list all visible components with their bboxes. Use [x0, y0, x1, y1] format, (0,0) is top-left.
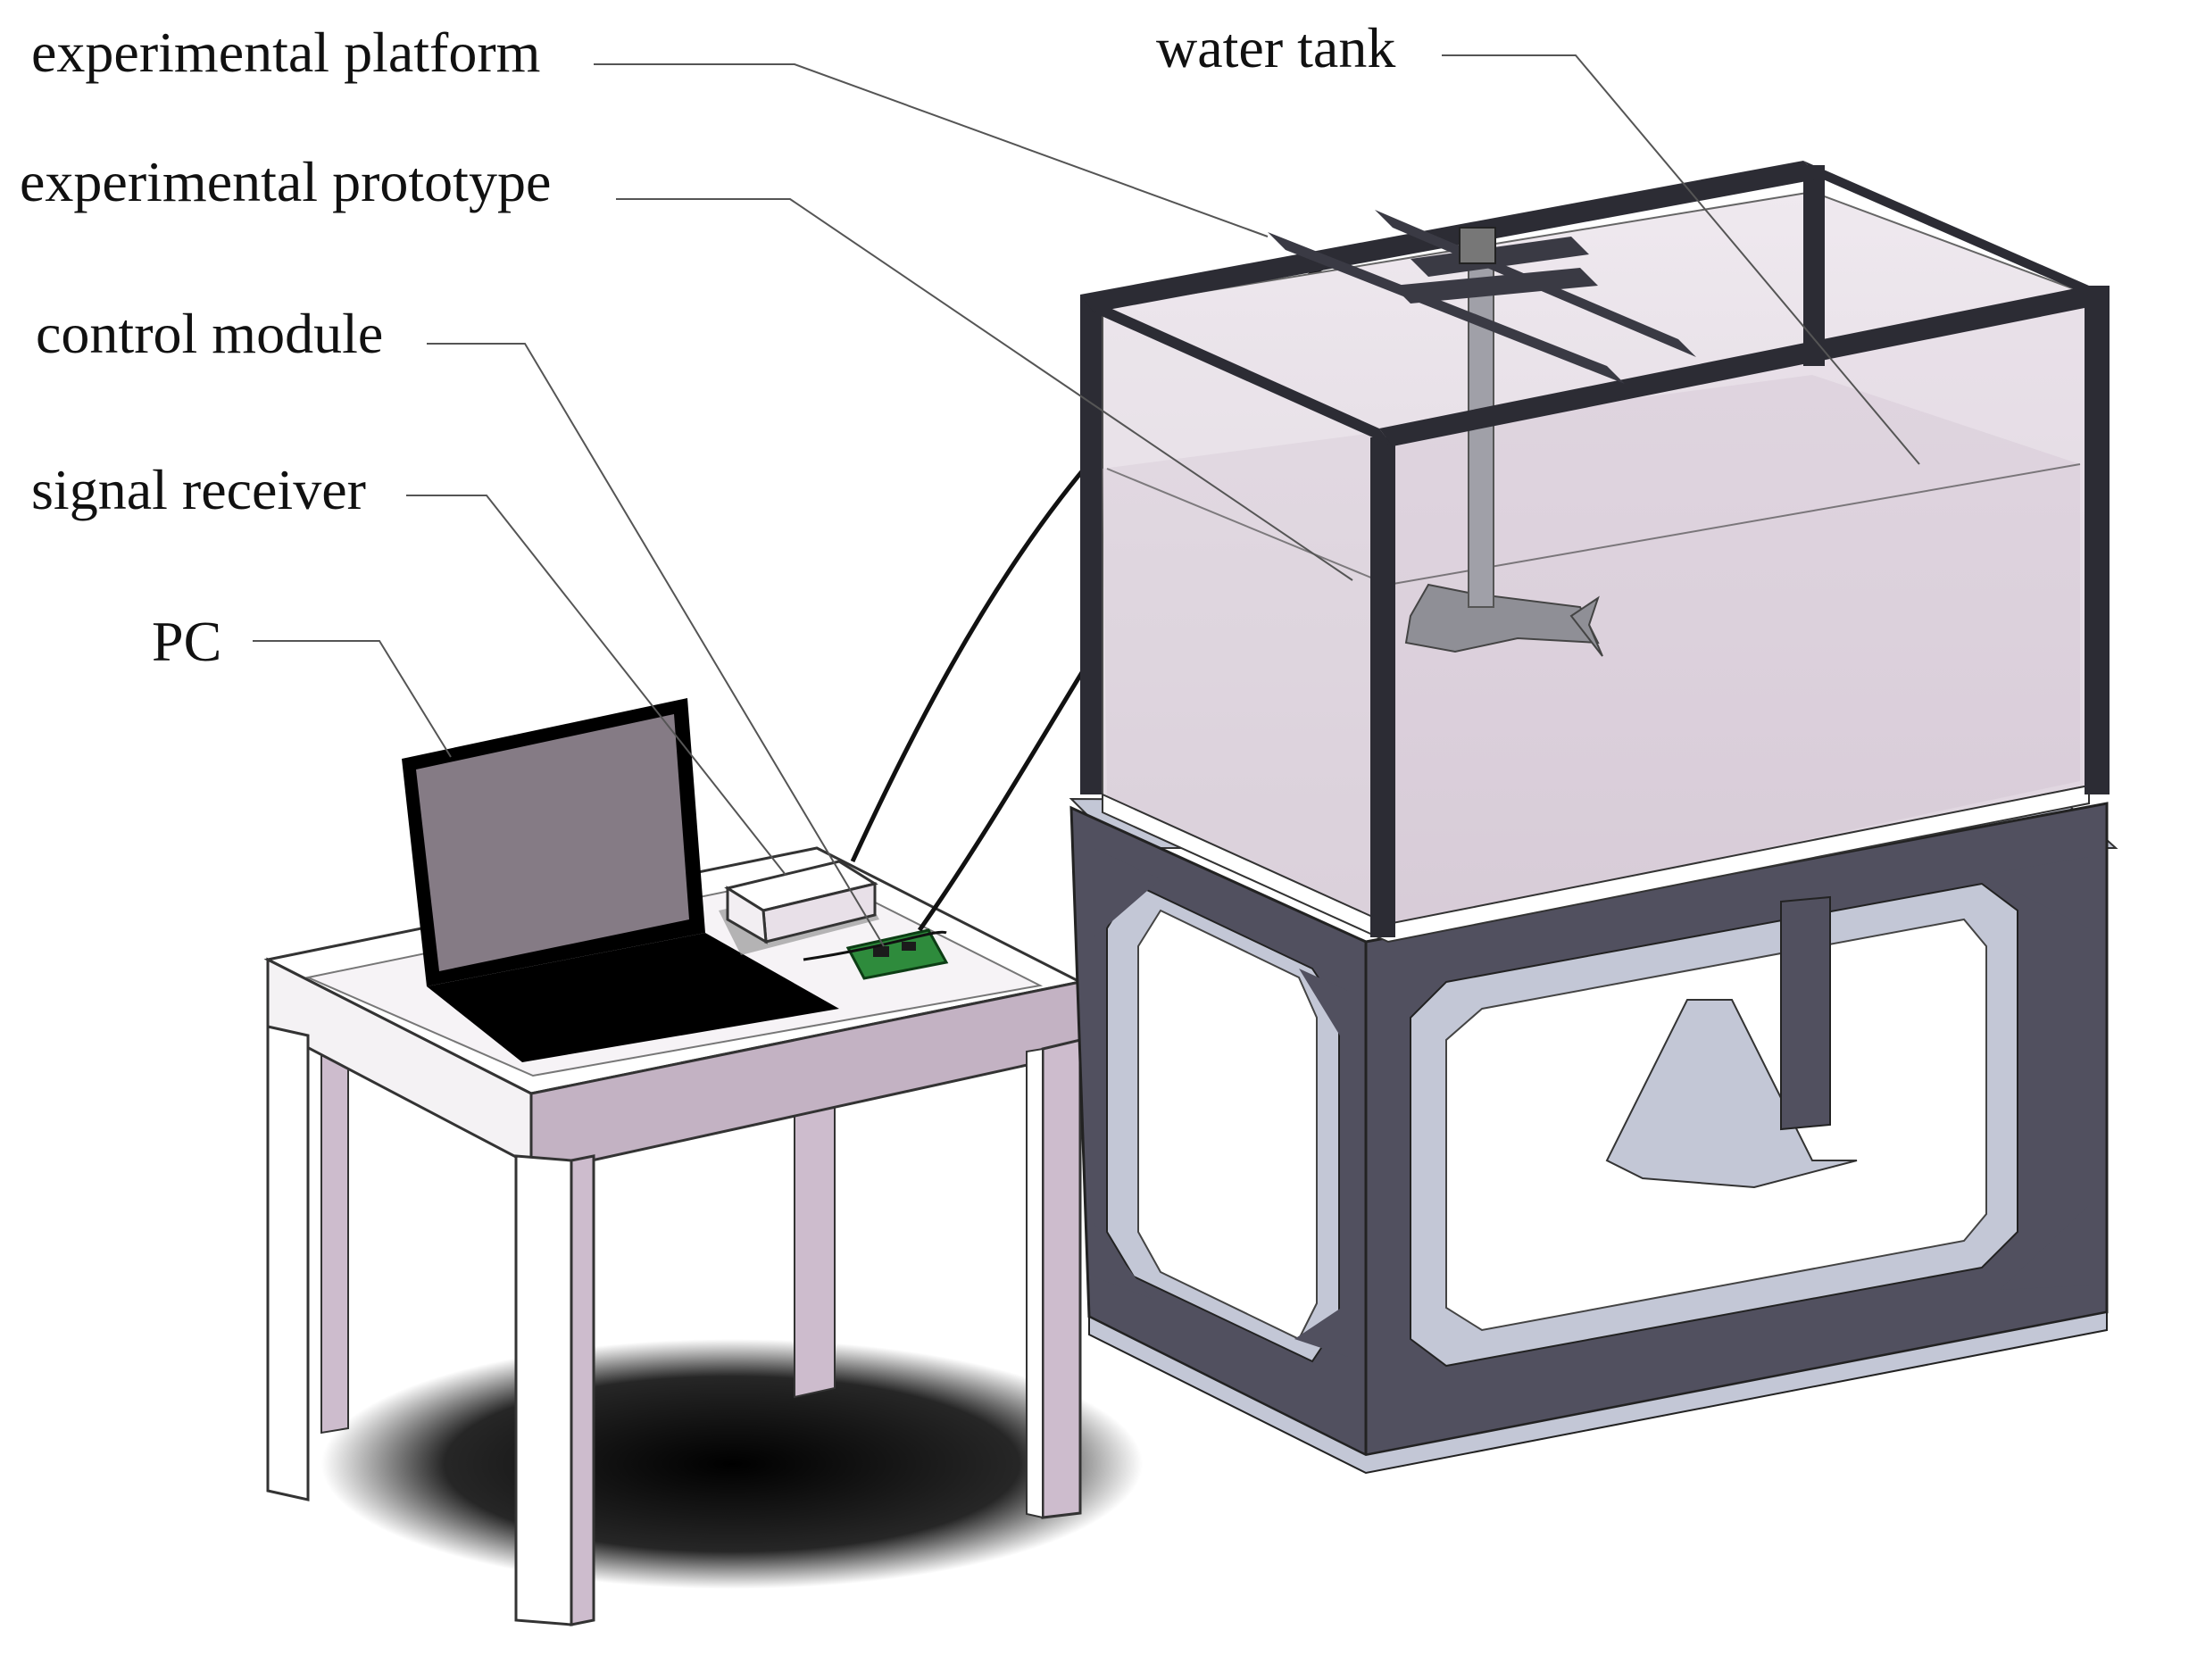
table-leg-back-left-inner [320, 1047, 349, 1435]
table-shadow [321, 1339, 1143, 1589]
labels: experimental platform experimental proto… [20, 16, 1920, 947]
table-leg-front-left [266, 1025, 310, 1501]
leader-experimental-prototype [616, 198, 1353, 581]
pcb-board [845, 928, 949, 980]
stand-left-opening-inner [1137, 909, 1318, 1341]
frame-top-rail-front [1379, 286, 2107, 446]
tank-water [1103, 375, 2080, 928]
prototype-tail [1569, 595, 1603, 657]
gusset-2 [1299, 969, 1348, 1049]
leader-water-tank [1442, 54, 1920, 465]
gusset-4 [1294, 1303, 1348, 1357]
leader-pc [253, 640, 452, 758]
label-experimental-platform: experimental platform [31, 21, 540, 84]
frame-post-front-left [1370, 437, 1395, 937]
table-leg-front-right [1041, 1038, 1082, 1519]
frame-post-back-right [1803, 165, 1825, 366]
gusset-3 [1094, 1223, 1152, 1299]
label-experimental-prototype: experimental prototype [20, 150, 551, 213]
platform-bar-4 [1393, 268, 1598, 304]
signal-receiver [719, 860, 879, 955]
pcb-chip-1 [873, 946, 889, 957]
stand-center-post [1780, 895, 1831, 1131]
laptop [402, 698, 839, 1062]
pcb-chip-2 [902, 942, 916, 951]
stand-y-brace [1605, 999, 1858, 1189]
gusset-5 [1982, 857, 2089, 928]
receiver-side-left [726, 886, 768, 944]
laptop-screen [416, 714, 689, 971]
label-pc: PC [152, 610, 221, 673]
leader-experimental-platform [594, 63, 1269, 237]
frame-top-rail-left [1080, 295, 1393, 446]
water-tank [1080, 161, 2110, 944]
laptop-keyboard [427, 933, 839, 1062]
control-module [845, 928, 949, 980]
platform-mount [1459, 227, 1496, 264]
frame-top-rail-right [1803, 161, 2107, 304]
table-leg-front-center [514, 1154, 573, 1626]
cable-3 [803, 930, 947, 961]
label-control-module: control module [36, 302, 383, 365]
frame-post-front-right [2085, 286, 2110, 794]
label-water-tank: water tank [1156, 16, 1395, 79]
frame-top-rail-back [1080, 161, 1821, 312]
frame-post-back-left [1080, 295, 1102, 794]
leader-signal-receiver [406, 495, 786, 876]
gusset-6 [2000, 1205, 2089, 1290]
platform-bar-3 [1411, 237, 1589, 277]
leader-control-module [427, 343, 885, 947]
table-leg-front-right-side [1026, 1047, 1044, 1519]
platform-bar-1 [1268, 232, 1625, 384]
table-leg-front-center-side [570, 1154, 595, 1626]
stand-bottom-rail [1088, 1310, 2108, 1475]
gusset-1 [1094, 848, 1161, 937]
label-signal-receiver: signal receiver [31, 458, 366, 521]
